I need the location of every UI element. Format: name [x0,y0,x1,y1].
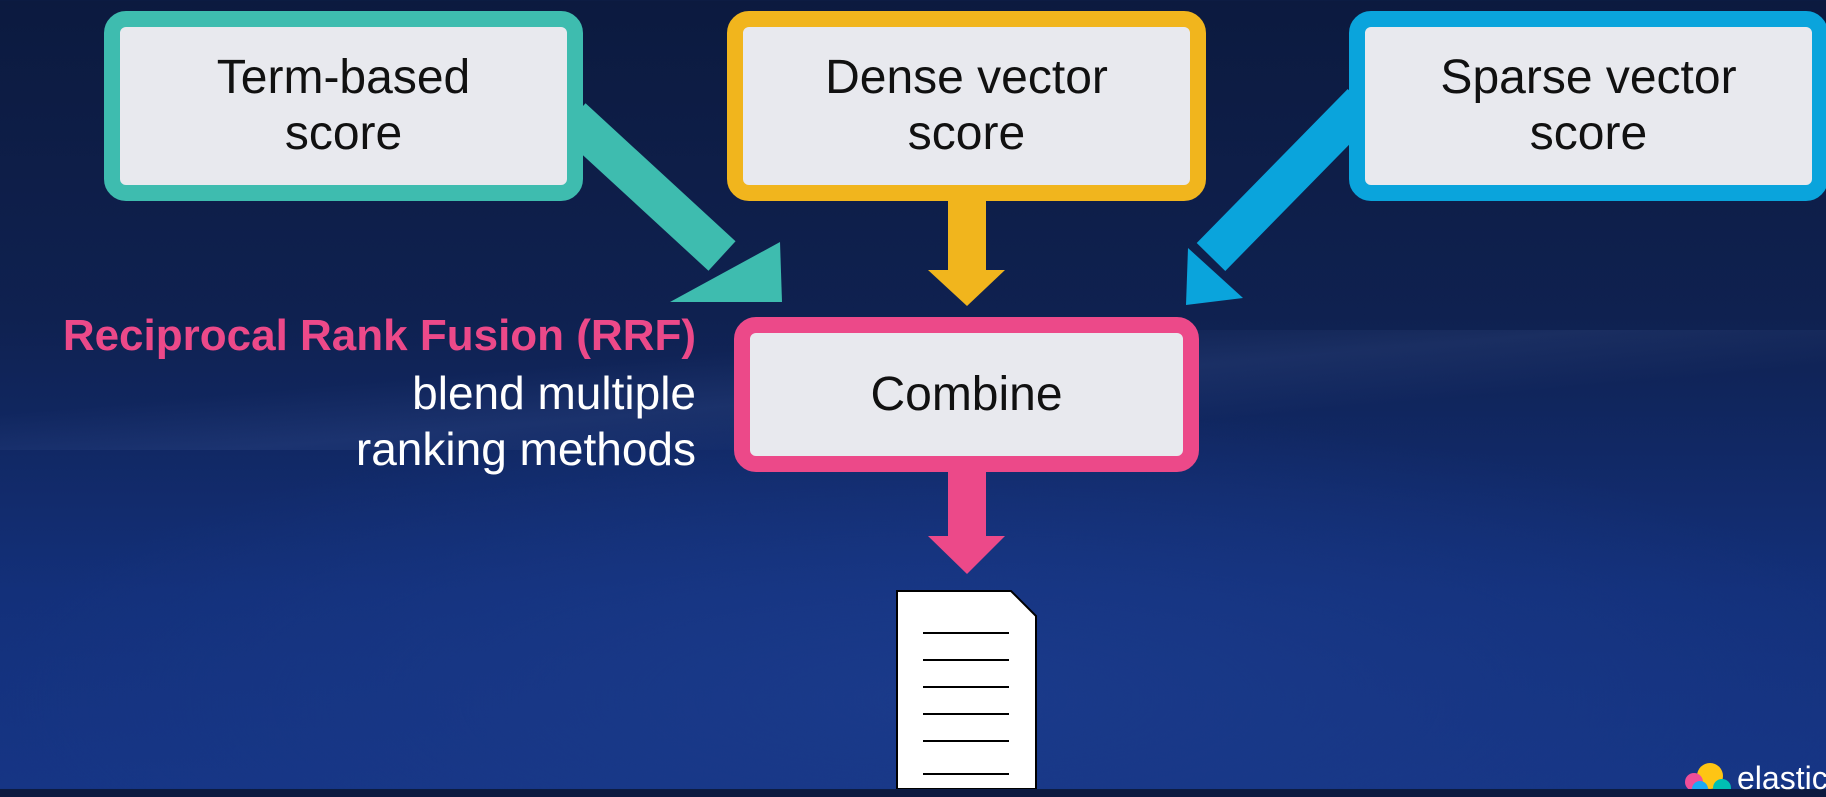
dense-vector-score-label: Dense vector score [825,51,1108,160]
rrf-annotation: Reciprocal Rank Fusion (RRF) blend multi… [62,311,696,477]
combine-box: Combine [734,317,1199,472]
dense-arrow [928,199,1005,306]
rrf-description: blend multiple ranking methods [355,367,696,475]
combine-arrow [928,470,1005,574]
elastic-logo-text: elastic [1737,760,1826,796]
term-based-score-label: Term-based score [216,51,471,160]
sparse-arrow [1186,88,1377,305]
term-based-score-box: Term-based score [104,11,583,201]
term-arrow [558,103,782,302]
elastic-logo-icon [1685,763,1731,789]
combine-label: Combine [870,367,1063,421]
sparse-vector-score-label: Sparse vector score [1440,51,1737,160]
rrf-title: Reciprocal Rank Fusion (RRF) [62,311,696,360]
dense-vector-score-box: Dense vector score [727,11,1206,201]
sparse-vector-score-box: Sparse vector score [1349,11,1826,201]
document-icon [896,590,1037,789]
